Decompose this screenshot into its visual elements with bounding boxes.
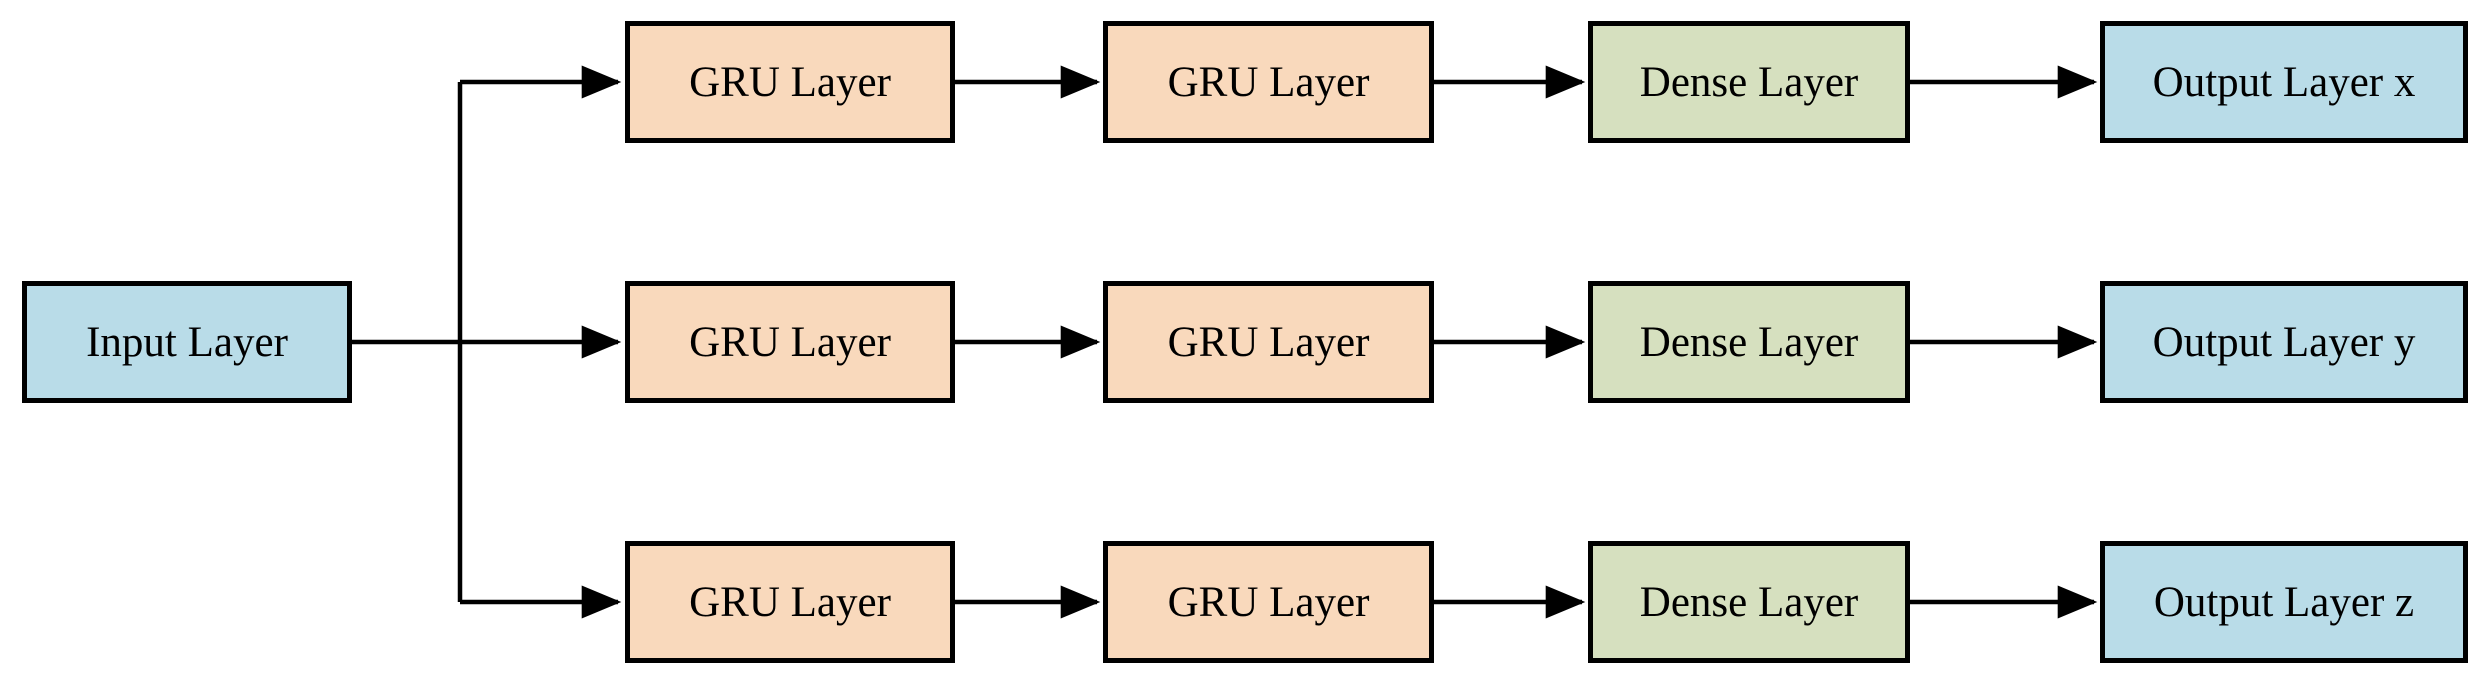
input-layer-label: Input Layer	[86, 318, 288, 366]
gru-layer-2-row-2-node: GRU Layer	[1103, 281, 1434, 403]
dense-layer-row-3-node: Dense Layer	[1588, 541, 1910, 663]
output-layer-z-label: Output Layer z	[2153, 578, 2415, 626]
input-layer-node: Input Layer	[22, 281, 352, 403]
gru-layer-2-row-1-node: GRU Layer	[1103, 21, 1434, 143]
dense-layer-label: Dense Layer	[1639, 318, 1859, 366]
gru-layer-2-row-3-node: GRU Layer	[1103, 541, 1434, 663]
gru-layer-label: GRU Layer	[1167, 318, 1370, 366]
gru-layer-label: GRU Layer	[1167, 58, 1370, 106]
output-layer-y-label: Output Layer y	[2152, 318, 2416, 366]
gru-layer-label: GRU Layer	[689, 318, 891, 366]
output-layer-x-node: Output Layer x	[2100, 21, 2468, 143]
dense-layer-label: Dense Layer	[1639, 58, 1859, 106]
output-layer-y-node: Output Layer y	[2100, 281, 2468, 403]
dense-layer-label: Dense Layer	[1639, 578, 1859, 626]
dense-layer-row-2-node: Dense Layer	[1588, 281, 1910, 403]
output-layer-x-label: Output Layer x	[2152, 58, 2416, 106]
gru-layer-label: GRU Layer	[689, 578, 891, 626]
output-layer-z-node: Output Layer z	[2100, 541, 2468, 663]
gru-layer-1-row-3-node: GRU Layer	[625, 541, 955, 663]
gru-layer-1-row-2-node: GRU Layer	[625, 281, 955, 403]
dense-layer-row-1-node: Dense Layer	[1588, 21, 1910, 143]
gru-layer-label: GRU Layer	[1167, 578, 1370, 626]
gru-layer-label: GRU Layer	[689, 58, 891, 106]
gru-layer-1-row-1-node: GRU Layer	[625, 21, 955, 143]
